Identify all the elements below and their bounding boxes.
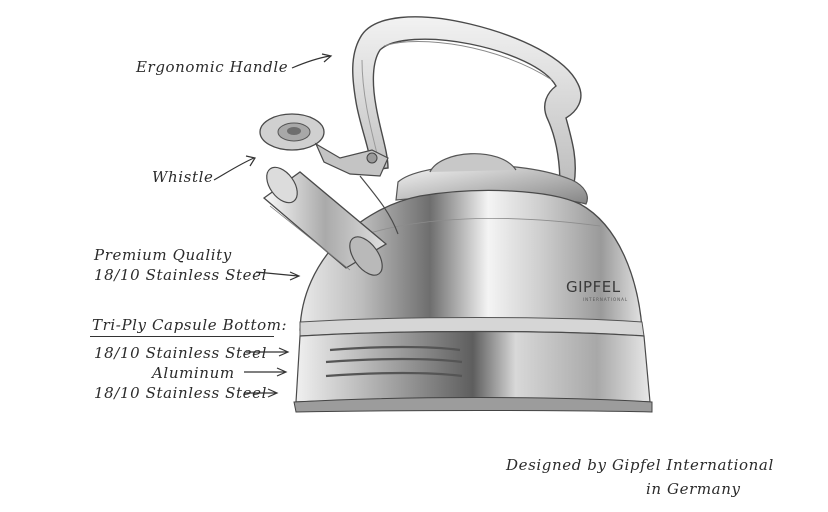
quality-label-line1: Premium Quality	[94, 246, 232, 264]
whistle-shape	[259, 113, 399, 235]
credit-line1: Designed by Gipfel International	[506, 456, 774, 474]
handle-label: Ergonomic Handle	[136, 58, 289, 76]
whistle-label: Whistle	[152, 168, 214, 186]
quality-label-line2: 18/10 Stainless Steel	[94, 266, 267, 284]
spout-shape	[262, 166, 388, 276]
triply-underline	[90, 336, 274, 337]
layer1-label: 18/10 Stainless Steel	[94, 344, 267, 362]
annotation-arrows	[213, 53, 333, 398]
quality-arrow	[255, 271, 299, 277]
handle-arrow	[291, 55, 331, 69]
triply-title: Tri-Ply Capsule Bottom:	[92, 316, 288, 334]
credit-line2: in Germany	[646, 480, 741, 498]
brand-logo: GIPFEL	[566, 278, 621, 296]
whistle-arrow	[213, 157, 255, 181]
brand-logo-sub: INTERNATIONAL	[583, 297, 629, 302]
layer3-label: 18/10 Stainless Steel	[94, 384, 267, 402]
layer2-label: Aluminum	[152, 364, 235, 382]
base-shape	[293, 317, 653, 413]
